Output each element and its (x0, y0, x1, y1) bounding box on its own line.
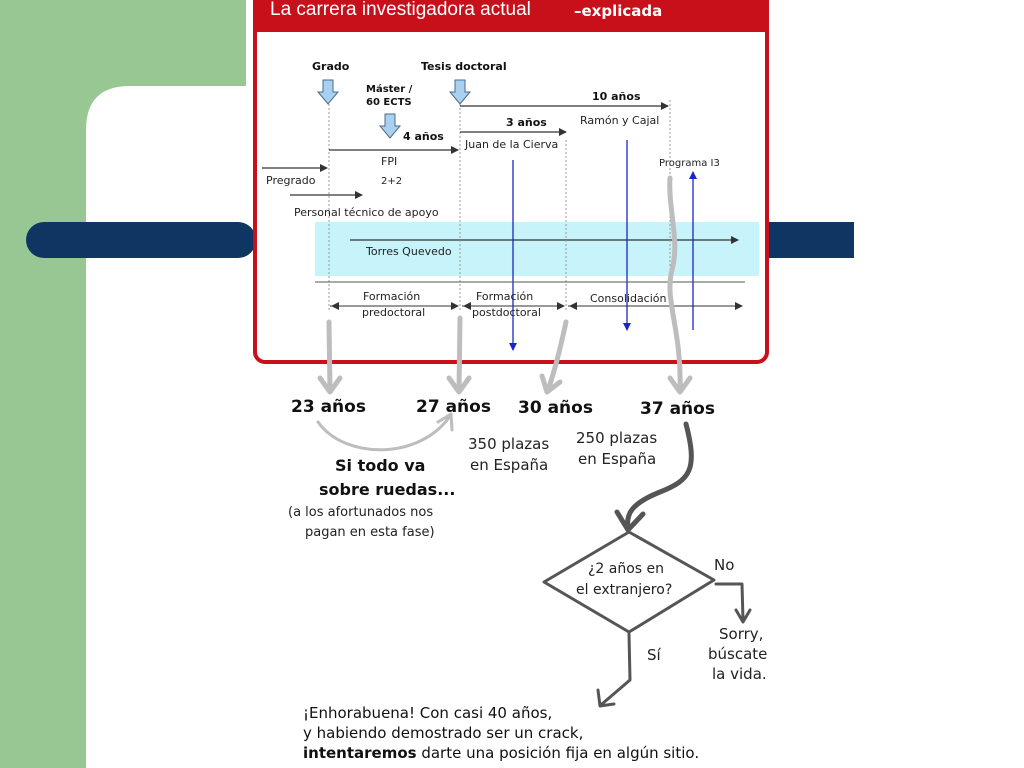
torres-quevedo-band (315, 222, 759, 276)
career-diagram-panel: La carrera investigadora actual –explica… (253, 0, 769, 364)
label-grado: Grado (312, 60, 350, 73)
plazas-250-line1: 250 plazas (576, 429, 657, 447)
label-formacion-postdoc-2: postdoctoral (472, 306, 541, 319)
final-line1: ¡Enhorabuena! Con casi 40 años, (303, 704, 552, 722)
label-formacion-predoc-1: Formación (363, 290, 420, 303)
final-line3: intentaremos darte una posición fija en … (303, 744, 699, 762)
label-programa-i3: Programa I3 (659, 158, 720, 169)
age-23: 23 años (291, 397, 366, 417)
age-27: 27 años (416, 397, 491, 417)
label-fpi-sub: 2+2 (381, 176, 402, 187)
master-down-arrow (378, 113, 402, 139)
label-master-2: 60 ECTS (366, 97, 412, 108)
label-3-anos: 3 años (506, 116, 547, 129)
final-line2: y habiendo demostrado ser un crack, (303, 724, 583, 742)
label-formacion-postdoc-1: Formación (476, 290, 533, 303)
plazas-350-line1: 350 plazas (468, 435, 549, 453)
title-annotation: –explicada (574, 2, 662, 20)
label-tesis: Tesis doctoral (421, 60, 507, 73)
no-branch-arrow (714, 582, 752, 624)
ruedas-line2: sobre ruedas... (319, 480, 455, 499)
label-personal-tecnico: Personal técnico de apoyo (294, 206, 439, 219)
decision-diamond (542, 530, 716, 634)
afortunados-line2: pagan en esta fase) (305, 525, 435, 540)
navy-bar-left (26, 222, 256, 258)
ruedas-line1: Si todo va (335, 456, 425, 475)
label-pregrado: Pregrado (266, 174, 316, 187)
dark-arrow-to-decision (614, 421, 694, 533)
sorry-line1: Sorry, (719, 625, 763, 643)
label-4-anos: 4 años (403, 130, 444, 143)
grey-pointer-arrows (316, 175, 693, 452)
label-fpi: FPI (381, 155, 397, 168)
white-rounded-corner (86, 86, 246, 768)
afortunados-line1: (a los afortunados nos (288, 505, 433, 520)
label-10-anos: 10 años (592, 90, 641, 103)
final-line3-rest: darte una posición fija en algún sitio. (417, 744, 700, 762)
torres-quevedo-label: Torres Quevedo (365, 245, 452, 258)
plazas-350-line2: en España (470, 456, 548, 474)
age-37: 37 años (640, 399, 715, 419)
panel-title: La carrera investigadora actual (270, 0, 531, 20)
si-branch-arrow (596, 632, 632, 708)
label-juan-cierva: Juan de la Cierva (464, 138, 558, 151)
label-ramon-cajal: Ramón y Cajal (580, 114, 659, 127)
label-consolidacion: Consolidación (590, 292, 667, 305)
age-30: 30 años (518, 398, 593, 418)
tesis-down-arrow (448, 79, 472, 105)
decision-si-label: Sí (647, 646, 662, 664)
decision-question-2: el extranjero? (576, 582, 672, 598)
final-line3-bold: intentaremos (303, 744, 417, 762)
decision-no-label: No (714, 556, 734, 574)
sorry-line3: la vida. (712, 665, 767, 683)
sorry-line2: búscate (708, 645, 767, 663)
navy-bar-right (766, 222, 854, 258)
label-formacion-predoc-2: predoctoral (362, 306, 425, 319)
label-master-1: Máster / (366, 83, 413, 95)
grado-down-arrow (316, 79, 340, 105)
decision-question-1: ¿2 años en (588, 561, 664, 577)
plazas-250-line2: en España (578, 450, 656, 468)
